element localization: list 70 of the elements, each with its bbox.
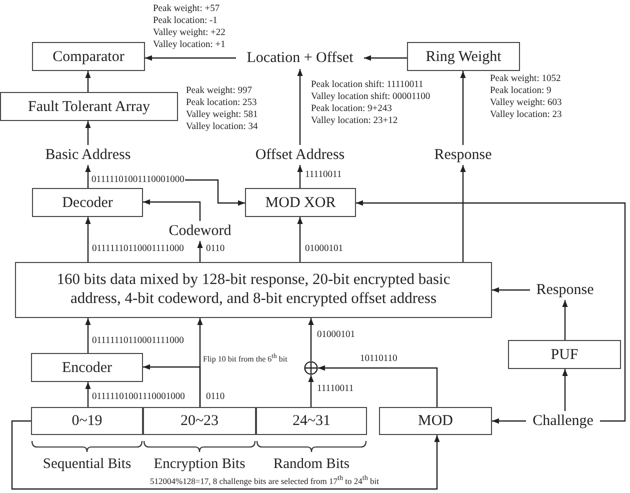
edge-label: 0110: [206, 244, 225, 256]
annotation-text: Peak location: 9: [490, 86, 552, 98]
annotation-text: Valley location: 23+12: [311, 116, 398, 128]
arrow: [143, 364, 201, 407]
edge-label: 01000101: [317, 330, 355, 342]
process-box: Comparator: [32, 42, 145, 71]
annotation-text: Peak location: -1: [153, 16, 218, 28]
process-box: 0~19: [31, 407, 143, 435]
process-box: Fault Tolerant Array: [0, 92, 178, 121]
annotation-text: Peak weight: 997: [186, 86, 252, 98]
process-box: 24~31: [256, 407, 367, 435]
arrow: [308, 375, 314, 407]
annotation-text: Peak location: 9+243: [311, 104, 392, 116]
arrow: [562, 369, 568, 411]
arrow: [492, 418, 526, 424]
edge-label: 0110: [206, 392, 225, 404]
edge-label: 01111110110001111000: [92, 244, 184, 256]
arrow: [460, 71, 466, 145]
annotation-text: Valley location: 23: [490, 110, 562, 122]
process-box: 20~23: [143, 407, 256, 435]
annotation-text: Valley weight: 581: [186, 110, 258, 122]
annotation-text: Valley location: +1: [153, 40, 226, 52]
annotation-text: Valley weight: +22: [153, 28, 226, 40]
arrow: [308, 318, 314, 361]
edge-label: 10110110: [360, 354, 398, 366]
process-box: Ring Weight: [407, 42, 520, 71]
arrow: [85, 318, 91, 353]
process-box: MOD XOR: [245, 188, 356, 217]
arrow: [297, 69, 303, 145]
section-label: Sequential Bits: [42, 456, 132, 474]
arrow: [85, 165, 91, 188]
edge-label: Flip 10 bit from the 6$^{th}$ bit: [203, 353, 288, 364]
arrow: [460, 165, 466, 262]
arrow: [185, 179, 245, 206]
arrow: [85, 382, 91, 407]
annotation-text: Valley weight: 603: [490, 98, 562, 110]
edge-label: 01111101001110001000: [92, 392, 185, 404]
arrow: [197, 241, 203, 262]
section-label: Random Bits: [272, 456, 351, 474]
process-box: MOD: [379, 407, 492, 435]
process-box: Decoder: [32, 188, 143, 217]
process-box: 160 bits data mixed by 128-bit response, 20-bit encrypted basic address, 4-bit codeword, and 8-bit encrypted offset address: [15, 262, 492, 318]
arrow: [297, 165, 303, 188]
annotation-text: Valley location shift: 00001100: [311, 92, 430, 104]
arrow: [297, 217, 303, 262]
arrow: [356, 200, 626, 422]
edge-label: 11110011: [317, 384, 354, 396]
annotation-text: Peak location shift: 11110011: [311, 80, 424, 92]
arrow: [85, 71, 91, 92]
arrow: [11, 420, 440, 490]
annotation-text: Peak location: 253: [186, 98, 257, 110]
annotation-text: Valley location: 34: [186, 122, 258, 134]
process-box: PUF: [508, 340, 621, 369]
arrow: [318, 365, 438, 407]
process-box: Encoder: [31, 353, 143, 382]
arrow: [143, 199, 201, 221]
annotation-text: 512004%128=17, 8 challenge bits are selected from 17$^{th}$ to 24$^{th}$ bit: [150, 474, 380, 486]
edge-label: 01000101: [305, 244, 343, 256]
arrow: [85, 121, 91, 145]
annotation-text: Peak weight: 1052: [490, 74, 561, 86]
section-label: Encryption Bits: [152, 456, 246, 474]
arrow: [562, 300, 568, 340]
edge-label: 01111110110001111000: [92, 336, 184, 348]
arrow: [145, 55, 236, 61]
edge-label: 11110011: [305, 170, 342, 182]
annotation-text: Peak weight: +57: [153, 4, 220, 16]
arrow: [364, 55, 407, 61]
arrow: [85, 217, 91, 262]
xor-circle: [304, 361, 318, 375]
arrow: [492, 287, 530, 293]
